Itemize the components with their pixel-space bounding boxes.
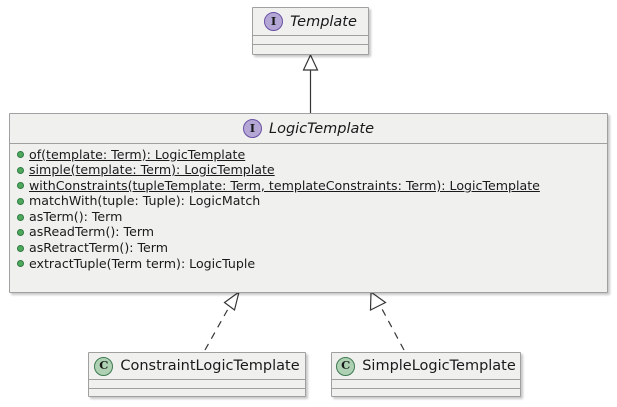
simplelogictemplate-attributes-compartment [332,379,520,388]
method-row[interactable]: asTerm(): Term [10,209,607,225]
public-marker-icon [17,182,24,190]
realization-line [381,308,405,351]
class-box-simplelogictemplate[interactable]: C SimpleLogicTemplate [331,352,521,397]
interface-icon: I [243,119,262,138]
method-row[interactable]: asRetractTerm(): Term [10,241,607,257]
method-signature: extractTuple(Term term): LogicTuple [29,255,256,271]
simplelogictemplate-header: C SimpleLogicTemplate [332,353,520,379]
method-signature: matchWith(tuple: Tuple): LogicMatch [29,193,261,209]
class-box-constraintlogictemplate[interactable]: C ConstraintLogicTemplate [88,352,306,397]
public-marker-icon [17,151,24,159]
method-signature: asReadTerm(): Term [29,224,155,240]
method-row[interactable]: withConstraints(tupleTemplate: Term, tem… [10,178,607,194]
logictemplate-type-name: LogicTemplate [269,120,374,137]
logictemplate-header: I LogicTemplate [10,114,607,143]
generalization-logictemplate-to-template [302,53,319,113]
public-marker-icon [17,166,24,174]
constraintlogictemplate-attributes-compartment [89,379,305,388]
class-icon: C [94,356,114,376]
hollow-triangle-arrowhead [369,290,387,311]
method-row[interactable]: asReadTerm(): Term [10,225,607,241]
interface-icon: I [264,12,284,31]
hollow-triangle-arrowhead [302,53,319,71]
class-box-logictemplate[interactable]: I LogicTemplate of(template: Term): Logi… [9,113,608,293]
public-marker-icon [17,244,24,252]
method-signature: of(template: Term): LogicTemplate [29,146,246,162]
simplelogictemplate-operations-compartment [332,388,520,397]
method-row[interactable]: simple(template: Term): LogicTemplate [10,163,607,179]
method-signature: simple(template: Term): LogicTemplate [29,162,275,178]
public-marker-icon [17,198,24,206]
method-row[interactable]: of(template: Term): LogicTemplate [10,147,607,163]
method-row[interactable]: matchWith(tuple: Tuple): LogicMatch [10,194,607,210]
logictemplate-operations-compartment: of(template: Term): LogicTemplate simple… [10,143,607,276]
realization-constraintlogictemplate-to-logictemplate [204,290,240,351]
method-signature: asTerm(): Term [29,208,123,224]
method-signature: asRetractTerm(): Term [29,240,169,256]
public-marker-icon [17,213,24,221]
class-box-template[interactable]: I Template [252,7,369,55]
realization-line [204,308,229,351]
method-row[interactable]: extractTuple(Term term): LogicTuple [10,256,607,272]
template-attributes-compartment [253,35,368,44]
template-header: I Template [253,8,368,35]
template-operations-compartment [253,44,368,53]
realization-simplelogictemplate-to-logictemplate [369,290,405,351]
public-marker-icon [17,229,24,237]
class-icon: C [336,356,356,376]
constraintlogictemplate-operations-compartment [89,388,305,397]
hollow-triangle-arrowhead [223,290,240,312]
constraintlogictemplate-header: C ConstraintLogicTemplate [89,353,305,379]
constraintlogictemplate-type-name: ConstraintLogicTemplate [120,358,300,374]
public-marker-icon [17,260,24,268]
template-type-name: Template [290,13,357,30]
simplelogictemplate-type-name: SimpleLogicTemplate [362,358,516,374]
method-signature: withConstraints(tupleTemplate: Term, tem… [29,177,540,193]
